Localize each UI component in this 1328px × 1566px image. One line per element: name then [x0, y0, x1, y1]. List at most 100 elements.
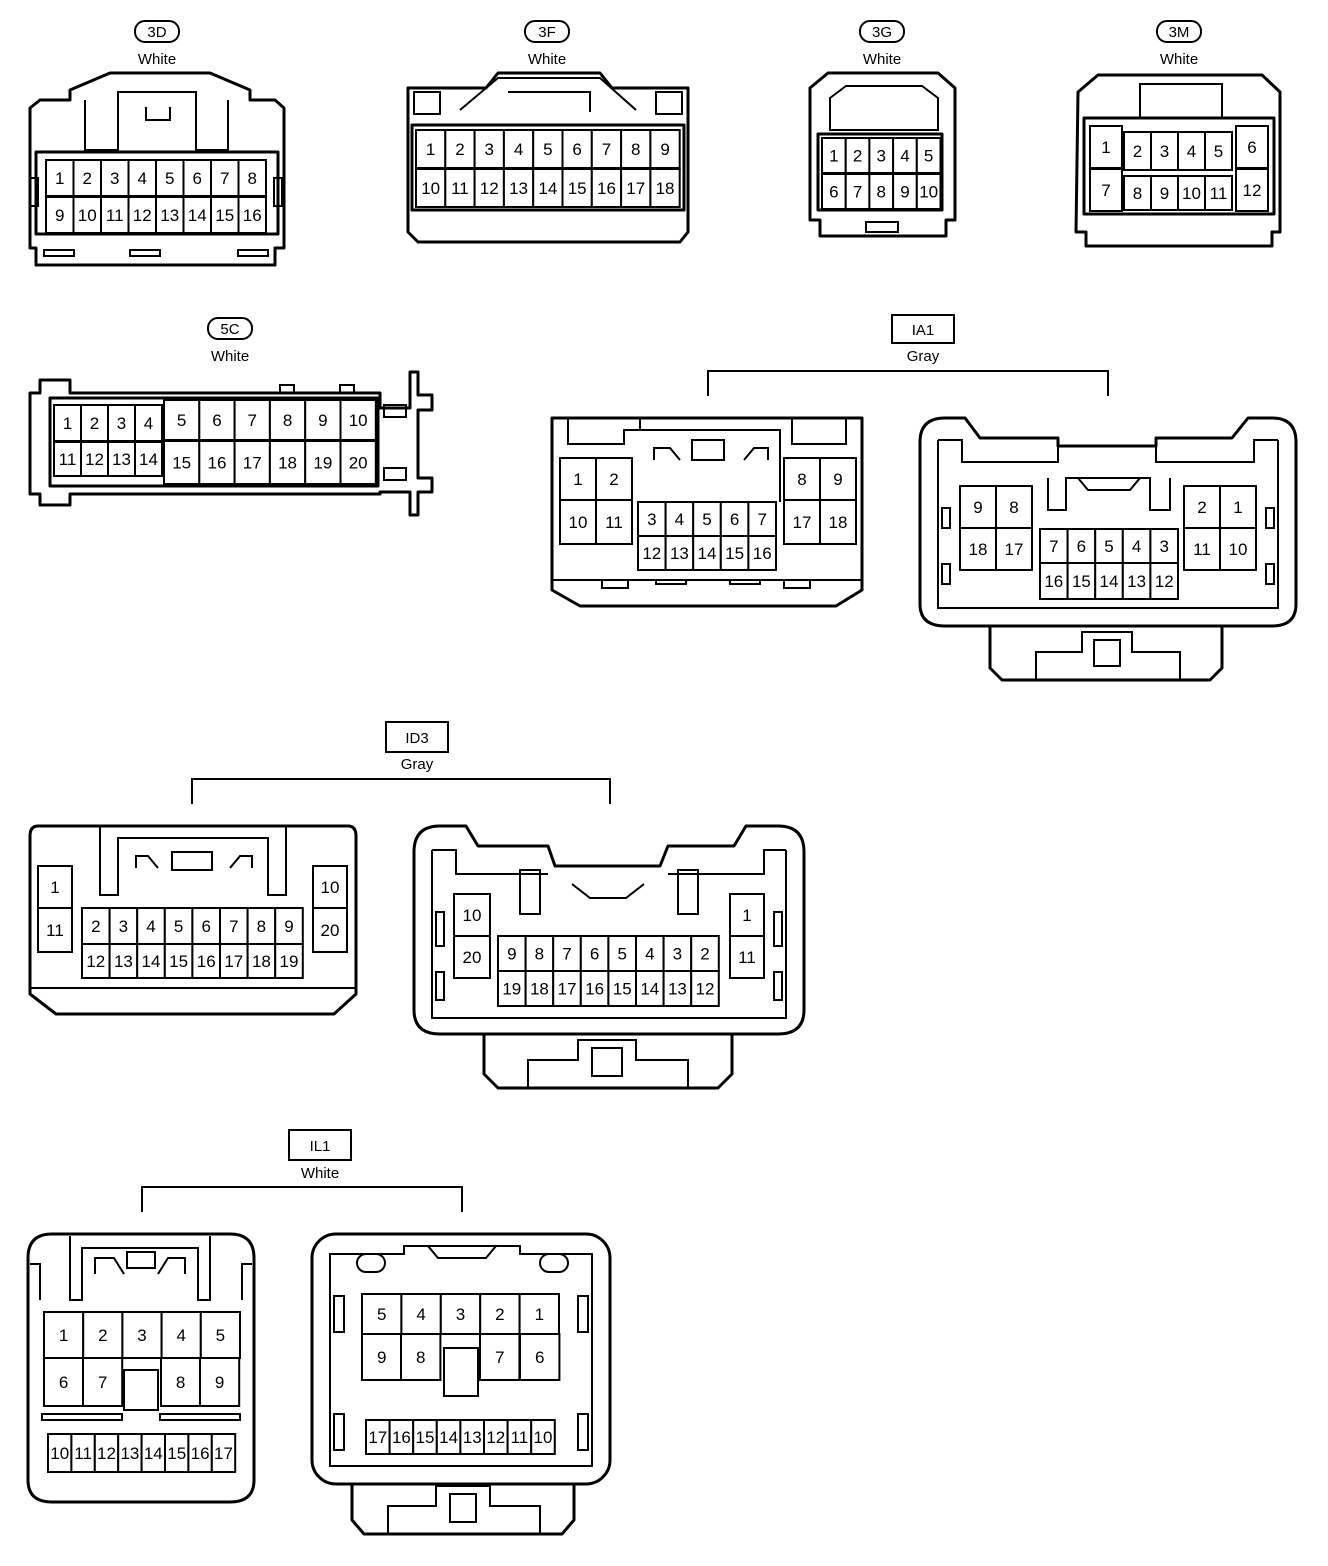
pin-cavity — [136, 943, 166, 979]
connector-color: White — [528, 51, 566, 68]
pin-number: 9 — [507, 945, 516, 964]
pin-cavity — [590, 168, 623, 208]
pin: 11 — [53, 441, 82, 477]
pin: 20 — [312, 907, 348, 953]
pin-number: 2 — [853, 147, 862, 166]
pin-cavity — [1149, 562, 1180, 600]
pin-number: 10 — [1182, 184, 1201, 203]
pin-number: 12 — [97, 1444, 116, 1463]
pin-cavity — [100, 159, 130, 197]
pin-number: 17 — [214, 1444, 233, 1463]
pin-number: 2 — [90, 414, 99, 433]
pin-number: 9 — [1160, 184, 1169, 203]
pin: 6 — [1235, 125, 1269, 169]
pin-cavity — [532, 129, 564, 169]
pin-number: 7 — [853, 183, 862, 202]
pin-number: 8 — [797, 470, 806, 489]
pin-number: 17 — [243, 454, 262, 473]
pin-cavity — [1121, 562, 1152, 600]
pin-number: 16 — [207, 454, 226, 473]
pin-number: 2 — [91, 917, 100, 936]
pin-cavity — [80, 404, 109, 442]
pin-cavity — [561, 129, 593, 169]
pin-cavity — [163, 943, 194, 979]
pin-cavity — [519, 1333, 561, 1381]
pin-number: 2 — [700, 945, 709, 964]
pin-cavity — [819, 499, 857, 545]
pin-number: 2 — [83, 169, 92, 188]
pin-number: 7 — [248, 411, 257, 430]
pin-number: 13 — [670, 544, 689, 563]
pin-number: 16 — [1044, 572, 1063, 591]
pin-cavity — [649, 129, 681, 169]
pin-cavity — [163, 440, 201, 485]
pin-number: 9 — [377, 1348, 386, 1367]
pin-number: 8 — [176, 1373, 185, 1392]
pin-number: 2 — [1133, 142, 1142, 161]
pin-number: 10 — [534, 1428, 553, 1447]
pin-number: 12 — [86, 952, 105, 971]
pin-number: 7 — [1049, 537, 1058, 556]
pin-number: 6 — [829, 183, 838, 202]
pin-cavity — [552, 970, 582, 1007]
pin-cavity — [199, 1311, 242, 1359]
pin-cavity — [160, 1357, 202, 1407]
pin-number: 3 — [1159, 537, 1168, 556]
connector-housing-female — [310, 1232, 612, 1536]
pin: 10 — [453, 893, 491, 937]
pin-number: 18 — [969, 540, 988, 559]
pin-cavity — [237, 196, 267, 234]
pin: 8 — [783, 457, 821, 501]
pin-cavity — [690, 970, 720, 1007]
pair-bracket — [191, 778, 611, 804]
pin: 10 — [1177, 175, 1206, 211]
pin-cavity — [1089, 168, 1123, 212]
pin-number: 18 — [656, 179, 675, 198]
pin-number: 1 — [829, 147, 838, 166]
pin: 13 — [107, 441, 136, 477]
pin-cavity — [45, 196, 75, 234]
pin-number: 9 — [215, 1373, 224, 1392]
pin-number: 1 — [426, 140, 435, 159]
pin-cavity — [497, 935, 527, 972]
pin: 4 — [134, 404, 163, 442]
pin-cavity — [312, 907, 348, 953]
pin: 1 — [1089, 125, 1123, 169]
pin-number: 15 — [568, 179, 587, 198]
pin-number: 16 — [597, 179, 616, 198]
pin-number: 11 — [106, 206, 124, 225]
pin-number: 2 — [495, 1305, 504, 1324]
pin: 14 — [134, 441, 163, 477]
pin-number: 5 — [174, 917, 183, 936]
pin-cavity — [729, 935, 765, 979]
pin-cavity — [1235, 125, 1269, 169]
pin-cavity — [274, 907, 304, 945]
pin-number: 1 — [59, 1326, 68, 1345]
pin-cavity — [559, 499, 597, 545]
pin: 1 — [729, 893, 765, 937]
pin-number: 20 — [349, 454, 368, 473]
pin-cavity — [692, 535, 722, 571]
connector-code-badge — [207, 317, 253, 340]
connector-color: White — [863, 51, 901, 68]
pin-number: 12 — [133, 206, 152, 225]
pin-number: 12 — [1155, 572, 1174, 591]
pin-number: 6 — [59, 1373, 68, 1392]
pin-number: 7 — [98, 1373, 107, 1392]
pin-number: 2 — [1197, 498, 1206, 517]
pin-cavity — [1123, 131, 1152, 171]
pin-number: 17 — [626, 179, 645, 198]
pin-cavity — [444, 129, 476, 169]
connector-code: IL1 — [310, 1138, 331, 1155]
pin-number: 14 — [139, 450, 158, 469]
pin-cavity — [995, 527, 1033, 571]
